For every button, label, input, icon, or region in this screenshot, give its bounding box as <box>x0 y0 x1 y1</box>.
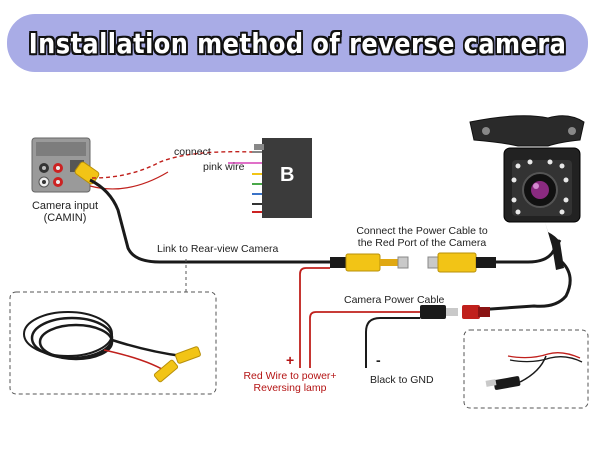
power-cable-line2: the Red Port of the Camera <box>357 237 487 249</box>
rca-plug-right <box>427 252 496 273</box>
title-banner: Installation method of reverse camera <box>7 14 588 72</box>
power-wire-icon <box>463 329 589 409</box>
rca-cable-coil-icon <box>9 258 217 395</box>
camera-input-line1: Camera input <box>31 200 99 212</box>
pink-wire-label: pink wire <box>203 161 245 173</box>
link-rear-label: Link to Rear-view Camera <box>157 243 279 255</box>
rca-plug-left <box>330 253 409 272</box>
camera-input-label: Camera input (CAMIN) <box>18 200 112 224</box>
page-title: Installation method of reverse camera <box>28 26 567 60</box>
red-wire-label: Red Wire to power+ Reversing lamp <box>230 370 350 394</box>
head-unit-back-panel-icon <box>31 137 100 193</box>
connector-module-b <box>252 138 312 218</box>
red-wire-line1: Red Wire to power+ <box>243 370 337 382</box>
camera-power-cable-label: Camera Power Cable <box>344 294 445 306</box>
power-cable-line1: Connect the Power Cable to <box>356 225 488 237</box>
module-b-label: B <box>280 164 295 186</box>
camera-input-line2: (CAMIN) <box>43 212 87 224</box>
connect-label: connect <box>174 146 211 158</box>
minus-sign: - <box>376 352 381 368</box>
plus-sign: + <box>286 352 295 368</box>
power-cable-instruction: Connect the Power Cable to the Red Port … <box>342 225 502 249</box>
black-gnd-label: Black to GND <box>370 374 434 386</box>
power-cable-plug <box>420 305 490 319</box>
red-wire-line2: Reversing lamp <box>253 382 327 394</box>
reverse-camera-icon <box>469 115 585 270</box>
